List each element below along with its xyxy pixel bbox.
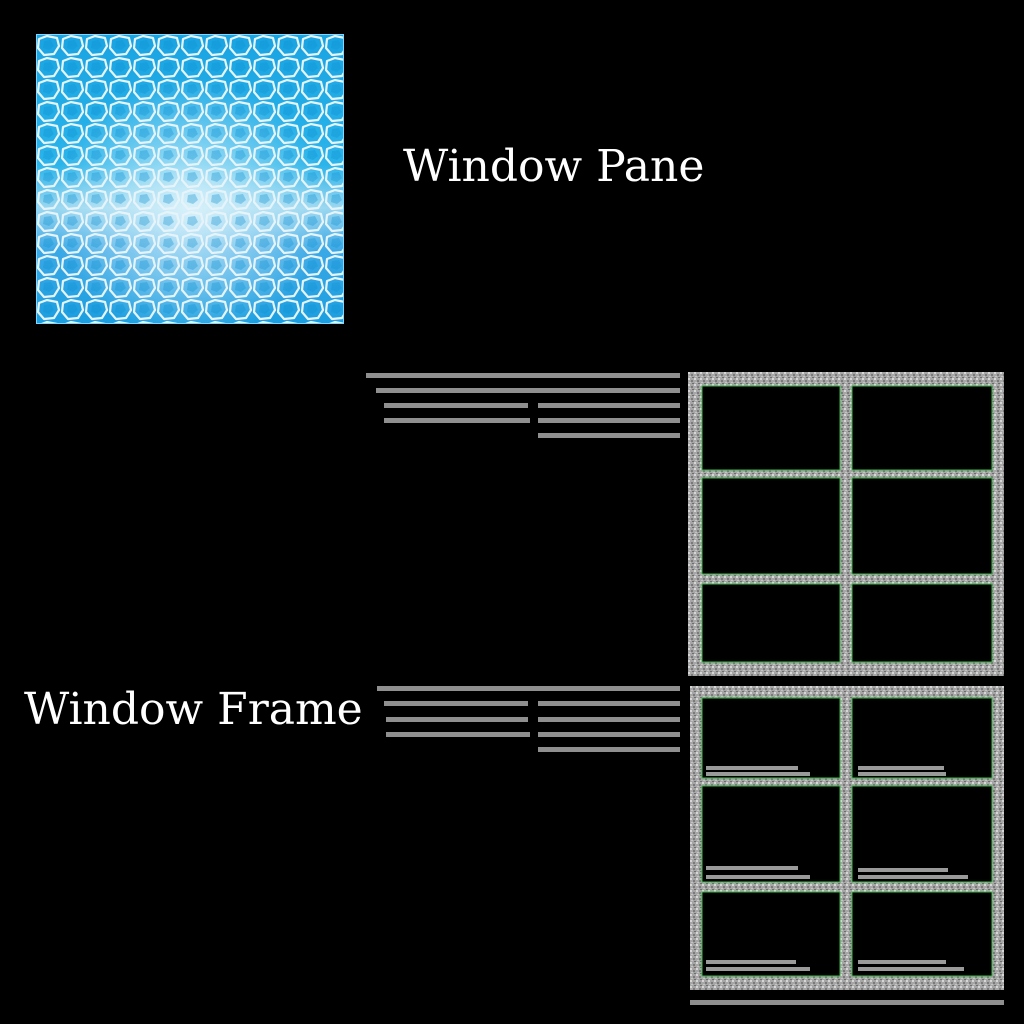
window-pane-texture-swatch — [36, 34, 344, 324]
window-frame-texture-2 — [690, 686, 1004, 990]
window-frame-label: Window Frame — [24, 684, 363, 735]
metal-strip — [538, 732, 680, 737]
metal-strip — [384, 701, 528, 706]
metal-strip — [366, 373, 680, 378]
metal-strip — [384, 418, 530, 423]
window-pane-label: Window Pane — [403, 141, 705, 192]
metal-strip — [538, 418, 680, 423]
metal-strip — [690, 1000, 1004, 1005]
metal-strip — [386, 732, 530, 737]
window-frame-texture-1 — [688, 372, 1004, 676]
metal-strip — [386, 717, 528, 722]
metal-strip — [538, 701, 680, 706]
metal-strip — [377, 686, 680, 691]
metal-strip — [538, 403, 680, 408]
metal-strip — [384, 403, 528, 408]
metal-strip — [538, 433, 680, 438]
metal-strip — [538, 747, 680, 752]
metal-strip — [376, 388, 680, 393]
metal-strip — [538, 717, 680, 722]
